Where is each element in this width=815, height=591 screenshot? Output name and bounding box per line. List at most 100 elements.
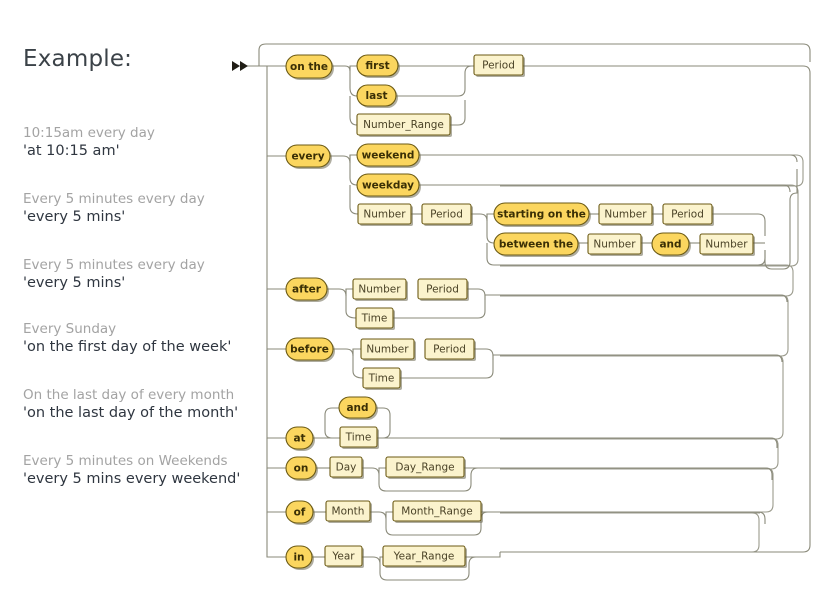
example-description: Every 5 minutes every day — [23, 257, 205, 273]
nonterminal-box[interactable] — [587, 233, 642, 255]
node-label: first — [365, 60, 389, 72]
diagram-node-after[interactable]: after — [285, 277, 329, 302]
nonterminal-box[interactable] — [352, 278, 407, 300]
diagram-node-day[interactable]: Day — [329, 456, 364, 479]
nonterminal-box[interactable] — [598, 203, 653, 225]
diagram-node-time-2[interactable]: Time — [362, 367, 402, 390]
nonterminal-box[interactable] — [325, 500, 371, 522]
example-description: On the last day of every month — [23, 387, 235, 403]
diagram-node-number-range[interactable]: Number_Range — [356, 113, 452, 137]
nonterminal-box[interactable] — [360, 338, 415, 360]
diagram-node-every[interactable]: every — [285, 144, 332, 169]
diagram-node-year-range[interactable]: Year_Range — [382, 545, 467, 568]
nonterminal-box[interactable] — [339, 426, 378, 448]
nonterminal-box[interactable] — [699, 233, 754, 255]
node-label: every — [291, 151, 324, 163]
diagram-node-number-1[interactable]: Number — [357, 203, 413, 226]
node-label: of — [294, 507, 306, 519]
diagram-node-period-4[interactable]: Period — [417, 278, 469, 301]
diagram-node-period-3[interactable]: Period — [662, 203, 714, 226]
nonterminal-box[interactable] — [382, 545, 466, 567]
terminal-box[interactable] — [356, 173, 420, 197]
diagram-node-last[interactable]: last — [356, 84, 398, 108]
diagram-node-month-range[interactable]: Month_Range — [392, 500, 483, 523]
terminal-box[interactable] — [285, 337, 334, 361]
diagram-node-and-2[interactable]: and — [338, 396, 378, 420]
diagram-node-at[interactable]: at — [285, 426, 315, 451]
diagram-node-first[interactable]: first — [356, 54, 400, 78]
terminal-box[interactable] — [356, 143, 420, 167]
terminal-box[interactable] — [651, 232, 690, 256]
diagram-node-weekday[interactable]: weekday — [356, 173, 421, 198]
nonterminal-box[interactable] — [362, 367, 401, 389]
diagram-node-period-1[interactable]: Period — [473, 54, 525, 77]
node-label: Day — [336, 462, 357, 474]
nonterminal-box[interactable] — [329, 456, 363, 478]
diagram-rail-path — [266, 156, 286, 290]
node-label: Day_Range — [395, 462, 454, 474]
diagram-node-in[interactable]: in — [285, 545, 314, 570]
diagram-rail-path — [419, 154, 798, 163]
terminal-box[interactable] — [285, 426, 314, 450]
diagram-node-period-2[interactable]: Period — [421, 203, 473, 226]
diagram-node-on[interactable]: on — [285, 456, 318, 481]
diagram-rail-path — [258, 43, 811, 66]
diagram-rail-path — [481, 511, 766, 524]
diagram-node-number-4[interactable]: Number — [699, 233, 755, 256]
terminal-box[interactable] — [285, 144, 331, 168]
terminal-box[interactable] — [285, 456, 317, 480]
terminal-box[interactable] — [356, 54, 399, 77]
node-label: Number — [593, 239, 636, 251]
node-label: Number — [363, 209, 406, 221]
diagram-rail-path — [400, 357, 494, 379]
terminal-box[interactable] — [285, 277, 328, 301]
diagram-node-time-1[interactable]: Time — [355, 307, 395, 330]
diagram-frame-path — [500, 294, 789, 357]
nonterminal-box[interactable] — [473, 54, 524, 76]
diagram-node-year[interactable]: Year — [324, 545, 364, 568]
node-label: Period — [671, 209, 704, 221]
diagram-rail-path — [450, 100, 466, 126]
page-title: Example: — [23, 46, 133, 72]
diagram-node-month[interactable]: Month — [325, 500, 372, 523]
diagram-node-period-5[interactable]: Period — [424, 338, 476, 361]
diagram-node-number-5[interactable]: Number — [352, 278, 408, 301]
terminal-box[interactable] — [285, 500, 314, 524]
diagram-node-between-the[interactable]: between the — [493, 232, 580, 257]
terminal-box[interactable] — [493, 202, 590, 226]
nonterminal-box[interactable] — [392, 500, 482, 522]
node-label: weekend — [362, 150, 415, 162]
terminal-box[interactable] — [356, 84, 397, 107]
diagram-node-and-1[interactable]: and — [651, 232, 691, 257]
diagram-node-of[interactable]: of — [285, 500, 315, 525]
diagram-node-number-6[interactable]: Number — [360, 338, 416, 361]
nonterminal-box[interactable] — [324, 545, 363, 567]
nonterminal-box[interactable] — [424, 338, 475, 360]
terminal-box[interactable] — [285, 545, 313, 569]
nonterminal-box[interactable] — [385, 456, 465, 478]
nonterminal-box[interactable] — [356, 113, 451, 136]
nonterminal-box[interactable] — [355, 307, 394, 329]
nonterminal-box[interactable] — [421, 203, 472, 225]
diagram-node-number-2[interactable]: Number — [598, 203, 654, 226]
terminal-box[interactable] — [338, 396, 377, 419]
diagram-node-on-the[interactable]: on the — [285, 54, 334, 80]
node-label: Period — [433, 344, 466, 356]
nonterminal-box[interactable] — [417, 278, 468, 300]
diagram-node-day-range[interactable]: Day_Range — [385, 456, 466, 479]
diagram-rail-path — [464, 467, 773, 480]
diagram-node-number-3[interactable]: Number — [587, 233, 643, 256]
diagram-node-before[interactable]: before — [285, 337, 335, 362]
diagram-frame-path — [500, 437, 779, 470]
nonterminal-box[interactable] — [357, 203, 412, 225]
node-label: and — [346, 402, 368, 414]
terminal-box[interactable] — [285, 54, 333, 79]
terminal-box[interactable] — [493, 232, 579, 256]
diagram-node-time-3[interactable]: Time — [339, 426, 379, 449]
node-label: Number — [604, 209, 647, 221]
node-label: at — [293, 433, 305, 445]
diagram-node-weekend[interactable]: weekend — [356, 143, 421, 168]
diagram-node-starting-on[interactable]: starting on the — [493, 202, 591, 227]
nonterminal-box[interactable] — [662, 203, 713, 225]
